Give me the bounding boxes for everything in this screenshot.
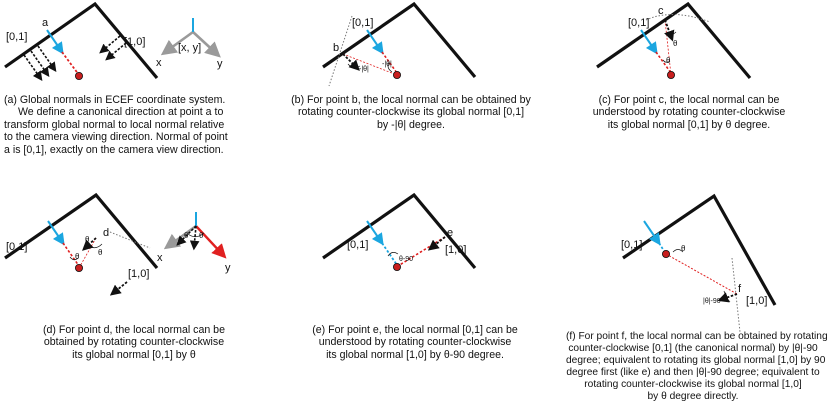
wall-e [322,192,477,270]
caption-e: (e) For point e, the local normal [0,1] … [312,324,518,361]
label-n10-a: [1,0] [124,36,145,48]
axis-y-a: y [217,58,223,70]
angle-label-d2: θ [98,248,103,257]
angle-label-d5: θ [199,231,204,240]
label-n10-f: [1,0] [746,295,767,307]
angle-label-b1: -|θ| [359,66,369,73]
wall-a [4,1,159,80]
angle-label-c2: θ [666,56,671,65]
angle-label-e: θ-90 [399,256,413,263]
camera-dot-e [392,262,401,271]
normal-arrow-n10-d [109,281,128,296]
local-tangent-d [109,231,151,249]
normal-arrow-f-blue [643,220,661,246]
local-normal-b [342,53,360,71]
caption-d: (d) For point d, the local normal can be… [43,324,225,361]
label-n10-e: [1,0] [445,244,466,256]
ray-f [665,253,738,295]
angle-label-f1: θ [681,244,686,253]
panel-c: c [0,1] θ θ [596,1,752,80]
label-n01-f: [0,1] [621,239,642,251]
panel-f: f [0,1] [1,0] θ |θ|-90 [621,193,777,333]
axes-legend-d: θ θ x y [157,212,231,274]
local-normal-f [717,292,738,303]
camera-dot-a [75,72,84,81]
point-label-f: f [738,283,742,295]
label-n01-d: [0,1] [6,241,27,253]
wall-f [622,193,777,306]
angle-label-f2: |θ|-90 [703,298,721,305]
label-n01-e: [0,1] [347,239,368,251]
local-normal-d [82,237,97,251]
caption-c: (c) For point c, the local normal can be… [592,94,786,131]
camera-dot-d [75,263,84,272]
label-n01-c: [0,1] [628,17,649,29]
ray-b [342,53,398,76]
panel-a: a [0,1] [1,0] [x, y] x y [4,1,223,81]
view-ray-a [61,51,80,76]
caption-f: (f) For point f, the local normal can be… [566,331,828,402]
point-label-a: a [42,17,49,29]
wall-c [596,1,752,80]
normal-arrow-d-blue [47,220,65,246]
axes-legend-a: [x, y] x y [156,18,223,70]
panel-e: e [0,1] [1,0] θ-90 [322,192,477,271]
caption-a: (a) Global normals in ECEF coordinate sy… [4,94,228,156]
label-n10-d: [1,0] [128,268,149,280]
wall-b [322,1,477,79]
label-n01-a: [0,1] [6,31,27,43]
local-tangent-b [328,15,353,87]
normal-arrow-b-blue [366,29,384,55]
normal-arrows-n10-a [99,35,127,61]
normal-arrows-n01-a [23,45,57,81]
camera-dot-f [662,249,671,258]
point-label-d: d [103,227,109,239]
point-label-e: e [447,227,453,239]
caption-b: (b) For point b, the local normal can be… [291,94,531,131]
normal-arrow-c-blue [640,29,658,55]
normal-arrow-e-blue [366,220,384,246]
normal-arrow-n10-e [427,236,446,251]
angle-label-d4: θ [184,231,189,240]
normal-arrow-a-blue [46,29,64,55]
angle-label-d1: θ [85,235,90,244]
angle-label-d3: θ [75,252,80,261]
panel-b: b [0,1] -|θ| -|θ| [322,1,477,87]
label-xy-a: [x, y] [178,42,201,54]
wall-d [4,192,159,270]
local-tangent-c [645,13,711,23]
axis-y-d: y [225,262,231,274]
axis-x-d: x [157,252,163,264]
camera-dot-c [667,71,676,80]
angle-label-b2: -|θ| [382,61,392,68]
camera-dot-b [392,71,401,80]
local-normal-c [664,19,675,42]
panel-d: d [0,1] [1,0] θ θ θ θ θ x y [4,192,231,296]
point-label-c: c [658,5,664,17]
angle-label-c1: θ [673,39,678,48]
axis-x-a: x [156,57,162,69]
point-label-b: b [333,42,339,54]
label-n01-b: [0,1] [352,17,373,29]
